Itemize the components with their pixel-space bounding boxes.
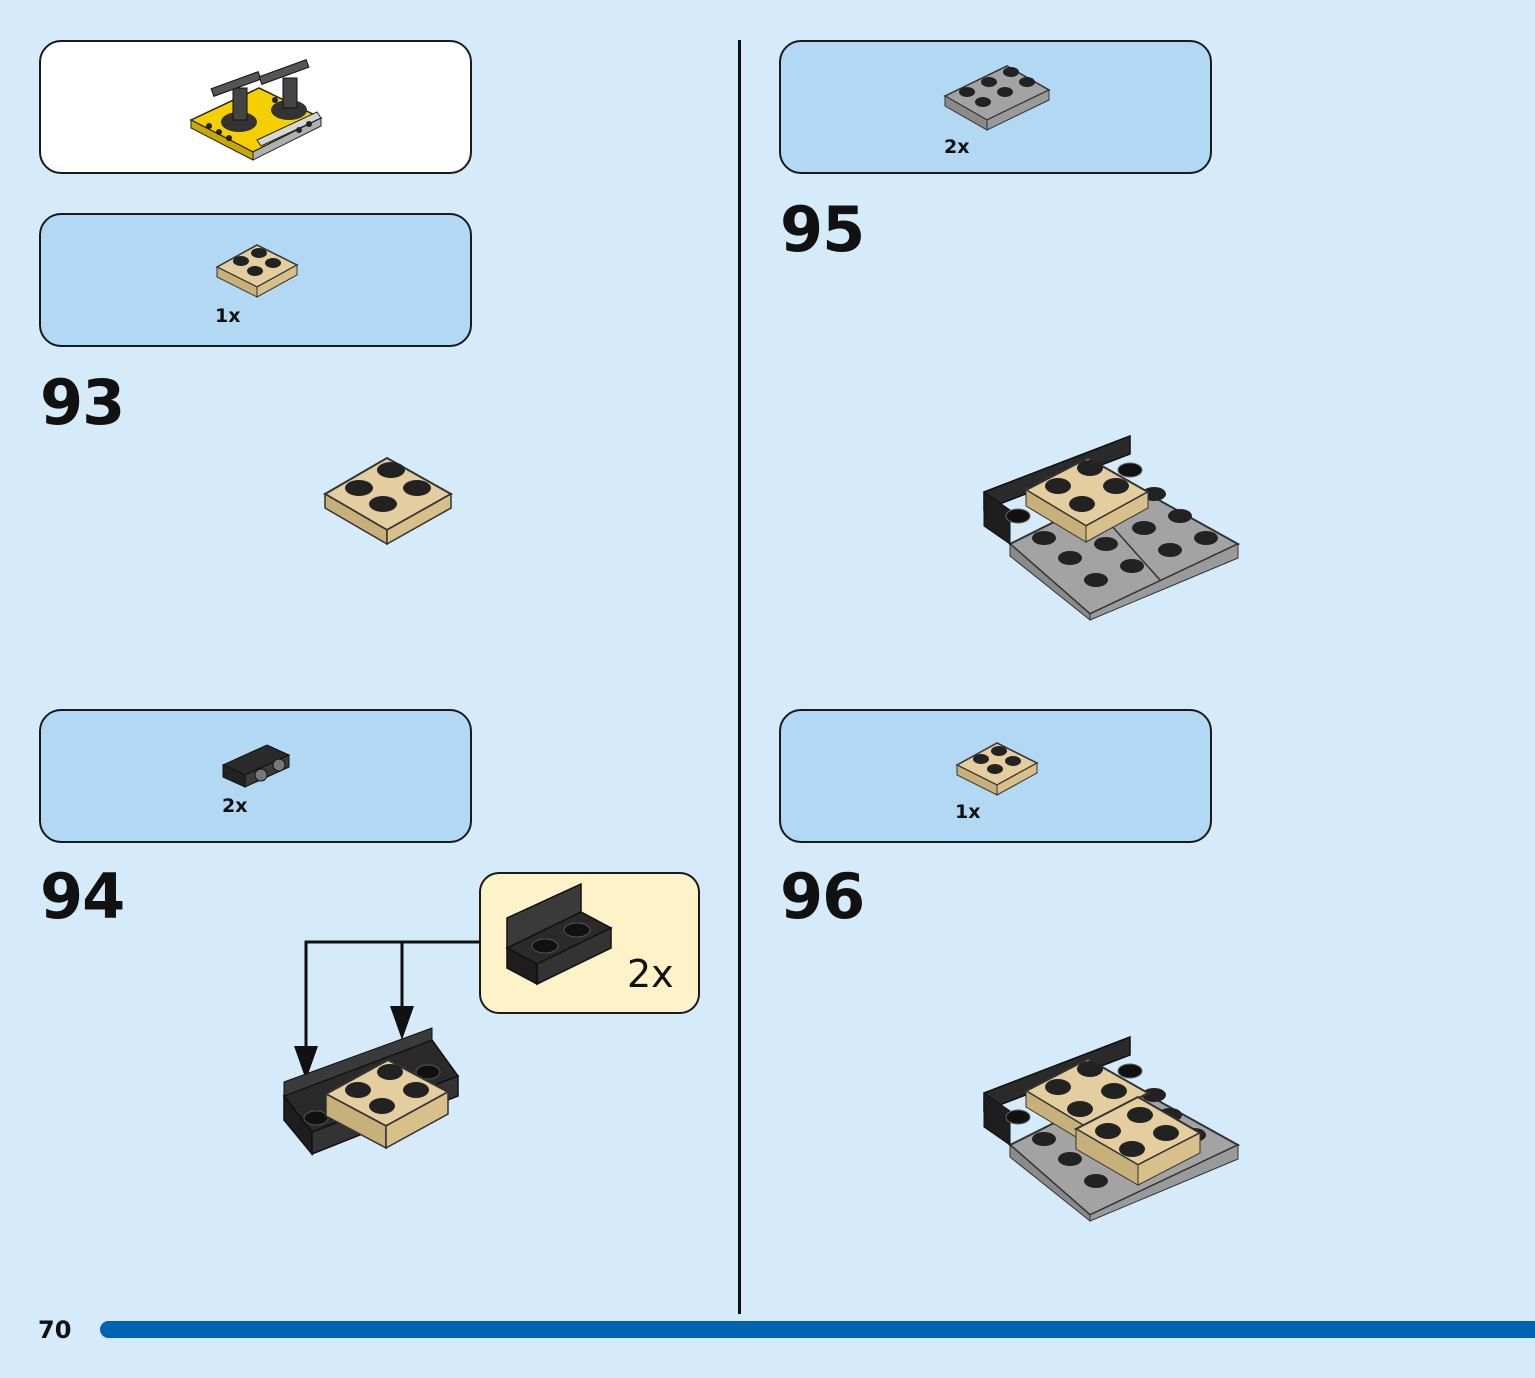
callout-quantity: 2x	[627, 952, 674, 996]
step-94-parts-panel: 2x	[39, 709, 472, 843]
subassembly-callout-box: 2x	[479, 872, 700, 1014]
column-divider	[738, 40, 741, 1314]
black-bracket-callout-icon	[505, 882, 613, 986]
tan-plate-part-icon	[955, 742, 1039, 796]
part-quantity: 1x	[215, 305, 241, 327]
step-number: 95	[780, 193, 865, 266]
part-quantity: 2x	[944, 136, 970, 158]
step-number: 94	[40, 860, 125, 933]
tan-plate-part-icon	[215, 244, 299, 298]
step-95-parts-panel: 2x	[779, 40, 1212, 174]
submodel-illustration	[189, 59, 323, 161]
step-96-model-illustration	[983, 1035, 1241, 1223]
step-number: 93	[40, 366, 125, 439]
step-94-model-illustration	[282, 1027, 460, 1157]
page-progress-bar	[100, 1321, 1535, 1338]
placement-arrows	[294, 940, 480, 1080]
step-93-model-illustration	[323, 456, 454, 546]
part-quantity: 2x	[222, 795, 248, 817]
black-bracket-part-icon	[221, 744, 291, 788]
grey-plate-part-icon	[943, 65, 1051, 131]
submodel-preview-panel	[39, 40, 472, 174]
page-number: 70	[38, 1316, 72, 1344]
part-quantity: 1x	[955, 801, 981, 823]
step-93-parts-panel: 1x	[39, 213, 472, 347]
step-95-model-illustration	[983, 434, 1241, 622]
step-96-parts-panel: 1x	[779, 709, 1212, 843]
step-number: 96	[780, 860, 865, 933]
